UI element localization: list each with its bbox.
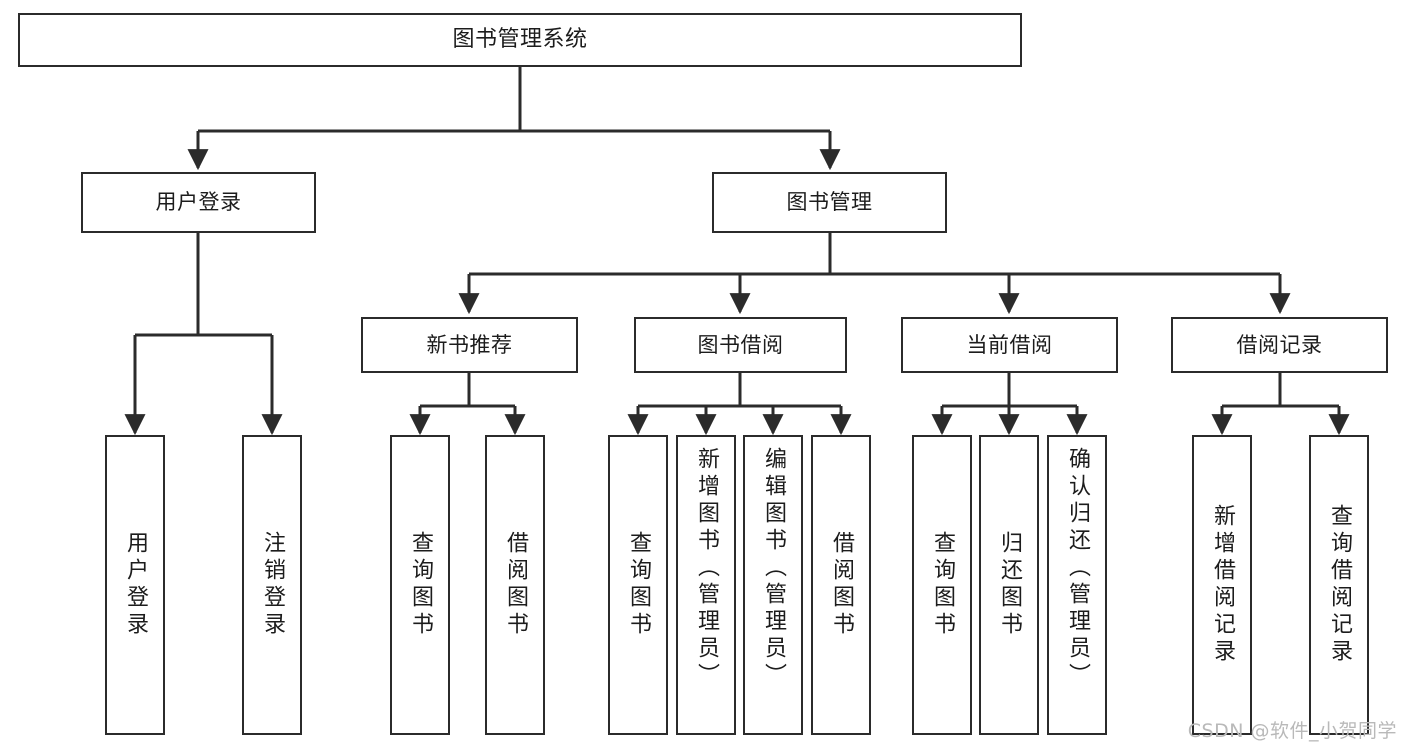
node-leaf-current-query-book[interactable]: 查询图书 [912,435,972,735]
node-label: 编辑图书（管理员） [761,447,786,690]
node-book-borrow[interactable]: 图书借阅 [634,317,847,373]
node-leaf-user-logout[interactable]: 注销登录 [242,435,302,735]
node-label: 确认归还（管理员） [1065,447,1090,690]
node-leaf-current-return-book[interactable]: 归还图书 [979,435,1039,735]
node-leaf-borrow-query-book[interactable]: 查询图书 [608,435,668,735]
node-label: 借阅记录 [1236,332,1323,357]
node-label: 新增图书（管理员） [694,447,719,690]
node-leaf-record-add-record[interactable]: 新增借阅记录 [1192,435,1252,735]
node-label: 查询图书 [930,531,955,639]
node-label: 归还图书 [997,531,1022,639]
node-label: 查询借阅记录 [1327,504,1352,666]
csdn-watermark: CSDN @软件_小贺同学 [1187,720,1397,742]
node-current-borrow[interactable]: 当前借阅 [901,317,1118,373]
node-label: 当前借阅 [966,332,1053,357]
node-new-book-recommend[interactable]: 新书推荐 [361,317,578,373]
node-label: 借阅图书 [829,531,854,639]
node-leaf-recommend-borrow-book[interactable]: 借阅图书 [485,435,545,735]
node-label: 新增借阅记录 [1210,504,1235,666]
node-root-system[interactable]: 图书管理系统 [18,13,1022,67]
node-label: 用户登录 [123,531,148,639]
node-leaf-borrow-edit-book[interactable]: 编辑图书（管理员） [743,435,803,735]
node-leaf-borrow-borrow-book[interactable]: 借阅图书 [811,435,871,735]
node-leaf-recommend-query-book[interactable]: 查询图书 [390,435,450,735]
node-label: 图书借阅 [697,332,784,357]
node-user-login[interactable]: 用户登录 [81,172,316,233]
node-label: 用户登录 [155,190,242,215]
node-borrow-record[interactable]: 借阅记录 [1171,317,1388,373]
node-leaf-record-query-record[interactable]: 查询借阅记录 [1309,435,1369,735]
node-label: 查询图书 [408,531,433,639]
node-label: 查询图书 [626,531,651,639]
node-label: 借阅图书 [503,531,528,639]
node-leaf-user-login[interactable]: 用户登录 [105,435,165,735]
node-label: 图书管理 [786,190,873,215]
node-leaf-current-confirm-return[interactable]: 确认归还（管理员） [1047,435,1107,735]
node-label: 新书推荐 [426,332,513,357]
node-label: 图书管理系统 [452,27,588,53]
node-book-manage[interactable]: 图书管理 [712,172,947,233]
node-leaf-borrow-add-book[interactable]: 新增图书（管理员） [676,435,736,735]
node-label: 注销登录 [260,531,285,639]
